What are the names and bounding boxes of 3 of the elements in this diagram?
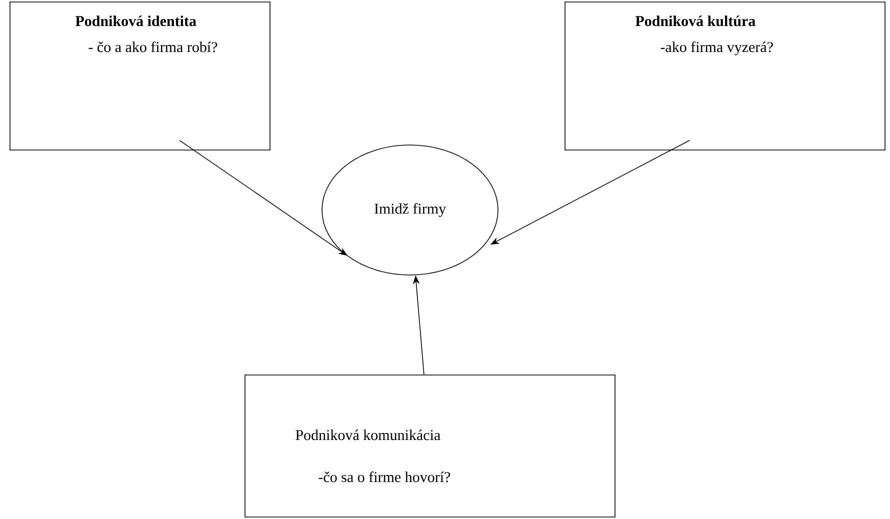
text-box: Podniková komunikácia -čo sa o firme hovorí? xyxy=(244,374,616,518)
text-box: Podniková kultúra -ako firma vyzerá? xyxy=(564,2,886,150)
text-box: Podniková identita - čo a ako firma robí? xyxy=(10,2,270,150)
